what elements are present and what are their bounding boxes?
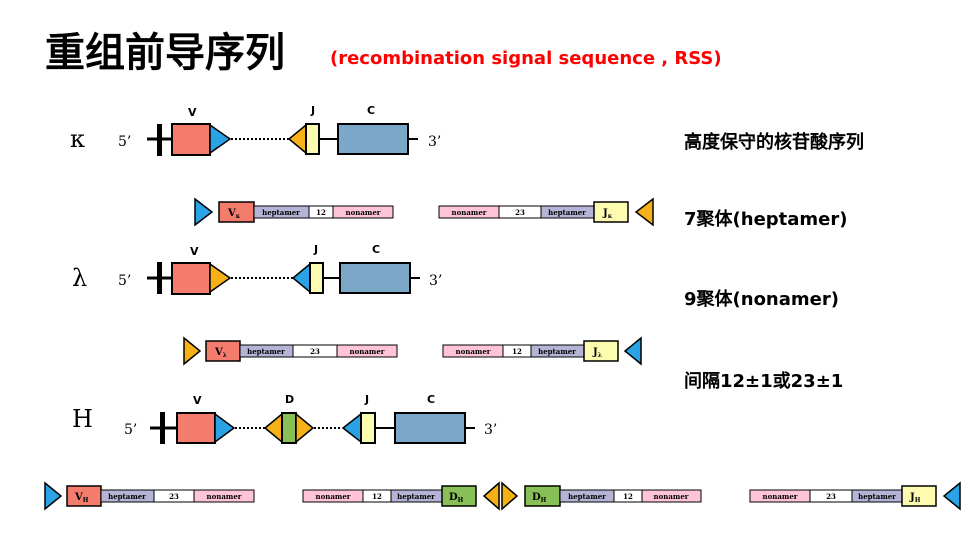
kappa-v-rss-triangle [209,123,232,155]
kappa-j-segment [305,123,320,155]
heavy-three-prime: 3’ [484,422,497,438]
heavy-d-label: D [285,393,294,406]
lambda-rss-j-gene-label: Jλ [592,347,602,359]
heavy-end-bar [160,412,165,444]
kappa-rss-right-heptamer: heptamer [548,208,586,217]
kappa-rss-j-triangle [634,197,654,227]
lambda-j-label: J [313,243,318,256]
heavy-rss-dr-spacer: 12 [623,492,633,501]
lambda-rss-j-gene [583,340,619,362]
heavy-j-rss-triangle [341,412,362,444]
note-spacer: 间隔12±1或23±1 [684,370,843,392]
lambda-rss-right-spacer: 12 [512,347,522,356]
heavy-rss-j-nonamer: nonamer [763,492,798,501]
note-heptamer: 7聚体(heptamer) [684,208,847,230]
kappa-end-bar [157,124,162,156]
lambda-v-segment [171,262,211,295]
heavy-rss-row: VH heptamer 23 nonamer nonamer 12 heptam… [44,481,961,511]
kappa-rss-right-spacer: 23 [515,208,525,217]
heavy-rss-v-nonamer: nonamer [207,492,242,501]
heavy-rss-v-gene-label: VH [74,492,89,504]
heavy-rss-dl-spacer: 12 [372,492,382,501]
lambda-j-segment [309,262,324,294]
kappa-locus: κ 5’ 3’ V J C [70,104,441,156]
kappa-rss-left-nonamer: nonamer [346,208,381,217]
heavy-rss-v-heptamer: heptamer [108,492,146,501]
heavy-locus: H 5’ 3’ V D J C [72,393,497,444]
kappa-v-label: V [188,106,197,119]
heavy-rss-dr-nonamer: nonamer [654,492,689,501]
lambda-v-rss-triangle [209,262,232,294]
heavy-chain-label: H [72,405,93,433]
kappa-rss-row: Vκ heptamer 12 nonamer nonamer 23 heptam… [194,197,654,227]
heavy-v-label: V [193,394,202,407]
kappa-five-prime: 5’ [118,134,131,150]
heavy-v-rss-triangle [214,412,236,444]
heavy-j-segment [360,412,376,444]
lambda-rss-j-triangle [623,336,642,366]
kappa-rss-v-triangle [194,197,214,227]
heavy-rss-d-gene-label-b: DH [532,492,547,504]
kappa-rss-j-gene-label: Jκ [602,208,613,220]
kappa-c-label: C [367,104,375,117]
kappa-j-label: J [310,104,315,117]
heavy-v-segment [176,412,216,444]
heavy-rss-v-spacer: 23 [169,492,179,501]
kappa-rss-j-gene [593,201,629,223]
page-subtitle: (recombination signal sequence , RSS) [330,48,722,69]
heavy-rss-j-triangle [942,481,961,511]
note-conserved: 高度保守的核苷酸序列 [684,131,864,153]
lambda-rss-row: Vλ heptamer 23 nonamer nonamer 12 heptam… [183,336,642,366]
lambda-end-bar [157,262,162,294]
lambda-rss-v-triangle [183,336,202,366]
heavy-rss-dl-heptamer: heptamer [397,492,435,501]
lambda-rss-left-heptamer: heptamer [247,347,285,356]
lambda-rss-right-nonamer: nonamer [456,347,491,356]
kappa-j-rss-triangle [287,123,307,155]
lambda-rss-v-gene-label: Vλ [214,347,227,359]
heavy-rss-d-gene [441,485,477,507]
lambda-v-label: V [190,245,199,258]
kappa-rss-left-spacer: 12 [316,208,326,217]
heavy-rss-j-spacer: 23 [826,492,836,501]
heavy-d-right-triangle [295,412,315,444]
heavy-rss-j-gene [901,485,937,507]
heavy-rss-j-heptamer: heptamer [858,492,896,501]
lambda-locus: λ 5’ 3’ V J C [72,243,442,295]
lambda-chain-label: λ [72,264,87,292]
heavy-d-left-triangle [263,412,283,444]
kappa-rss-right-nonamer: nonamer [452,208,487,217]
heavy-rss-j-gene-label: JH [909,492,921,504]
heavy-c-segment [394,412,466,444]
lambda-rss-left-nonamer: nonamer [350,347,385,356]
heavy-rss-d-right-triangle [501,481,519,511]
kappa-three-prime: 3’ [428,134,441,150]
kappa-v-segment [171,123,211,156]
lambda-rss-left-spacer: 23 [310,347,320,356]
heavy-rss-v-triangle [44,481,63,511]
kappa-rss-v-gene-label: Vκ [227,208,241,220]
lambda-five-prime: 5’ [118,273,131,289]
heavy-rss-dr-heptamer: heptamer [568,492,606,501]
note-nonamer: 9聚体(nonamer) [684,288,839,310]
heavy-rss-d-gene-label-a: DH [449,492,464,504]
heavy-c-label: C [427,393,435,406]
heavy-rss-dl-nonamer: nonamer [316,492,351,501]
heavy-d-segment [281,412,297,444]
lambda-rss-right-heptamer: heptamer [538,347,576,356]
kappa-chain-label: κ [70,125,85,153]
lambda-c-segment [339,262,411,294]
lambda-c-label: C [372,243,380,256]
heavy-rss-d-left-triangle [482,481,500,511]
kappa-c-segment [337,123,409,155]
heavy-j-label: J [364,393,369,406]
page-title: 重组前导序列 [45,30,285,76]
lambda-three-prime: 3’ [429,273,442,289]
heavy-five-prime: 5’ [124,422,137,438]
kappa-rss-left-heptamer: heptamer [262,208,300,217]
lambda-j-rss-triangle [291,262,311,294]
